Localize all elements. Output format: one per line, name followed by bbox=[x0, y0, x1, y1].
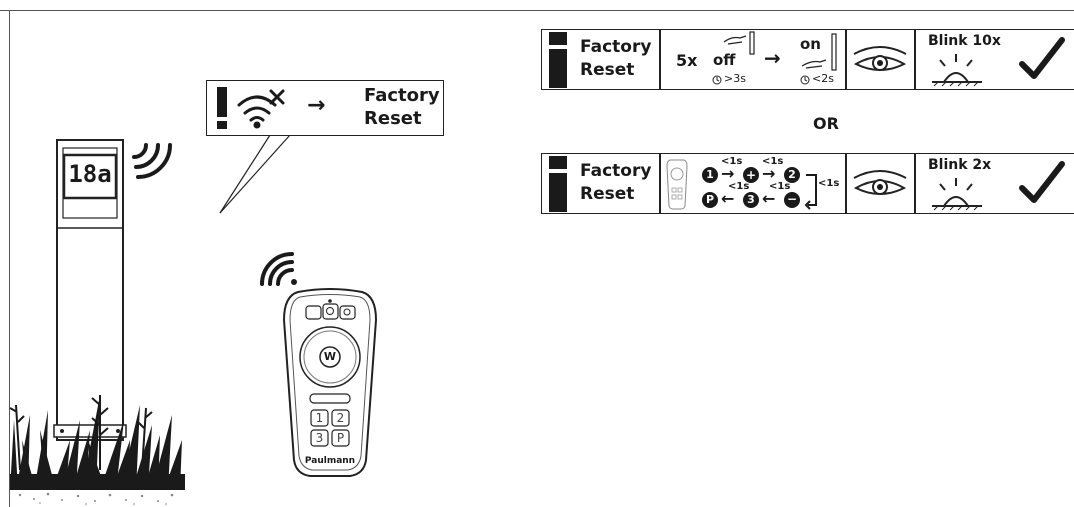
reset-step1-strip: Factory Reset 5x off >3s → on <2s bbox=[541, 29, 1074, 90]
or-label: OR bbox=[813, 114, 839, 133]
eye-icon bbox=[850, 164, 910, 204]
seq-interval: <1s bbox=[721, 156, 743, 167]
step1-label-line1: Factory bbox=[580, 37, 652, 57]
step1-on-time: <2s bbox=[812, 72, 834, 85]
warning-label-line1: Factory bbox=[364, 85, 440, 106]
frame-left-line bbox=[9, 10, 10, 507]
seq-badge-plus bbox=[743, 167, 759, 183]
seq-arrow-left-icon: ← bbox=[762, 189, 776, 208]
seq-arrow-icon: → bbox=[721, 164, 735, 183]
seq-badge-minus bbox=[784, 192, 800, 208]
mini-remote-icon bbox=[666, 158, 688, 210]
switch-off-icon bbox=[720, 31, 760, 56]
clock-icon bbox=[800, 75, 810, 85]
step1-repeat-count: 5x bbox=[676, 51, 698, 70]
eye-icon bbox=[850, 40, 910, 80]
step2-label-line2: Reset bbox=[580, 184, 635, 204]
bollard-light: 18a bbox=[0, 0, 200, 507]
info-icon bbox=[546, 156, 570, 212]
info-icon bbox=[546, 32, 570, 88]
seq-badge-3 bbox=[743, 192, 759, 208]
seq-badge-1 bbox=[702, 167, 718, 183]
seq-badge-p bbox=[702, 192, 718, 208]
remote-control: W 1 2 3 P Paulmann bbox=[280, 288, 380, 480]
step2-result: Blink 2x bbox=[928, 157, 992, 173]
seq-interval: <1s bbox=[762, 156, 784, 167]
wifi-crossed-icon bbox=[237, 87, 287, 129]
switch-on-icon bbox=[800, 33, 840, 74]
remote-key-p: P bbox=[336, 431, 345, 445]
remote-key-1: 1 bbox=[315, 411, 324, 425]
remote-center-button: W bbox=[323, 350, 337, 363]
seq-arrow-left-icon: ← bbox=[721, 189, 735, 208]
exclamation-icon bbox=[213, 87, 231, 129]
step1-arrow-icon: → bbox=[764, 46, 781, 70]
signal-waves-icon bbox=[132, 143, 172, 179]
seq-badge-2-label: 2 bbox=[788, 168, 796, 181]
frame-top-line bbox=[0, 10, 1074, 11]
step1-on-label: on bbox=[800, 35, 821, 53]
seq-bracket-icon bbox=[804, 174, 817, 210]
remote-key-2: 2 bbox=[336, 411, 345, 425]
reset-step2-strip: Factory Reset 1 <1s → + <1s → 2 <1s P <1… bbox=[541, 153, 1074, 214]
seq-interval: <1s bbox=[728, 181, 750, 192]
seq-badge-2 bbox=[784, 167, 800, 183]
step1-off-time: >3s bbox=[724, 72, 746, 85]
seq-interval: <1s bbox=[769, 181, 791, 192]
warning-label-line2: Reset bbox=[364, 108, 422, 129]
checkmark-icon bbox=[1018, 36, 1066, 86]
seq-badge-p-label: P bbox=[705, 193, 715, 206]
seq-badge-minus-label: − bbox=[786, 192, 798, 206]
house-number: 18a bbox=[68, 160, 112, 188]
blinking-light-icon bbox=[926, 176, 986, 212]
seq-badge-1-label: 1 bbox=[706, 168, 714, 181]
factory-reset-warning-box: → Factory Reset bbox=[206, 80, 444, 136]
seq-badge-3-label: 3 bbox=[747, 193, 755, 206]
seq-badge-plus-label: + bbox=[745, 168, 757, 182]
seq-interval: <1s bbox=[818, 178, 840, 189]
step1-label-line2: Reset bbox=[580, 60, 635, 80]
callout-pointer bbox=[219, 134, 291, 214]
remote-brand-logo: Paulmann bbox=[304, 456, 356, 466]
step1-off-label: off bbox=[713, 51, 736, 69]
remote-signal-icon bbox=[260, 252, 297, 286]
clock-icon bbox=[712, 75, 722, 85]
step2-label-line1: Factory bbox=[580, 161, 652, 181]
remote-key-3: 3 bbox=[315, 431, 324, 445]
blinking-light-icon bbox=[926, 52, 986, 88]
checkmark-icon bbox=[1018, 160, 1066, 210]
step1-result: Blink 10x bbox=[928, 33, 1001, 49]
arrow-right-icon: → bbox=[307, 93, 326, 118]
seq-arrow-icon: → bbox=[762, 164, 776, 183]
